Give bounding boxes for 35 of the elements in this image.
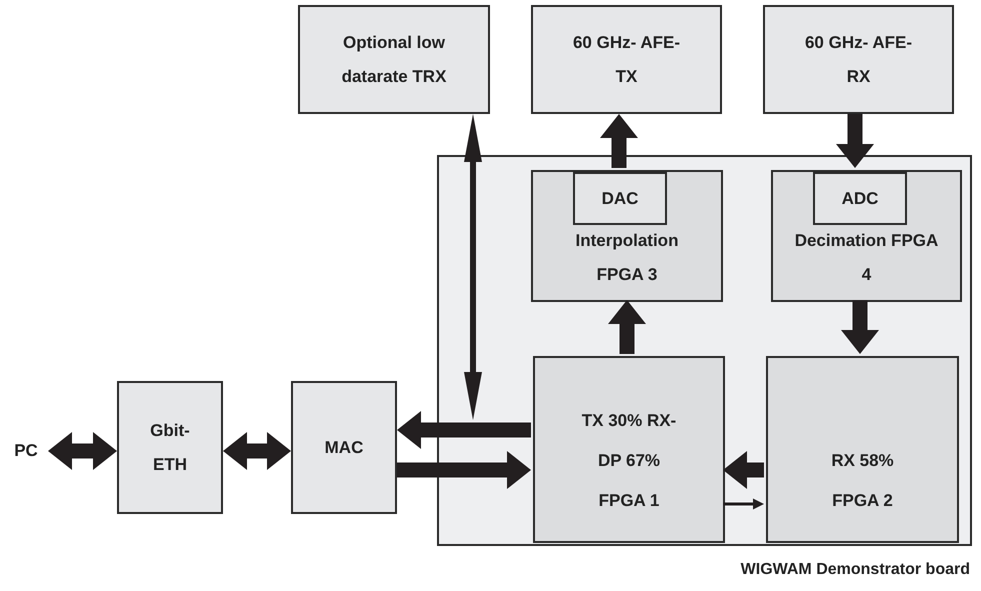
block-box (763, 5, 954, 114)
fpga-box (771, 170, 962, 302)
arrow (836, 114, 874, 168)
block-label: ADC (842, 188, 878, 208)
block-box (117, 381, 223, 514)
converter-box (573, 172, 667, 225)
arrow (397, 451, 531, 489)
block-box (291, 381, 397, 514)
block-label: Decimation FPGA 4 (794, 230, 940, 286)
arrow (600, 114, 638, 168)
block-label: TX 30% RX-DP 67% FPGA 1 (580, 410, 678, 512)
block-label: MAC (324, 436, 364, 458)
block-label: 60 GHz- AFE-TX (572, 32, 682, 88)
arrow (608, 300, 646, 354)
double-arrow (48, 432, 117, 470)
block-label: DAC (602, 188, 638, 208)
fpga-box (766, 356, 959, 543)
block-label: RX 58% FPGA 2 (830, 450, 895, 512)
block-label: Interpolation FPGA 3 (574, 230, 680, 286)
block-box (298, 5, 490, 114)
board-title: WIGWAM Demonstrator board (740, 561, 970, 578)
arrow (723, 498, 764, 510)
arrow (723, 451, 764, 489)
block-label: Gbit- ETH (149, 420, 191, 476)
double-arrow (464, 114, 482, 420)
double-arrow (223, 432, 291, 470)
endpoint-label-text: PC (14, 441, 38, 461)
arrow (841, 300, 879, 354)
fpga-box (533, 356, 725, 543)
block-box (531, 5, 722, 114)
block-label: 60 GHz- AFE-RX (804, 32, 914, 88)
arrow (397, 411, 531, 449)
block-label: Optional low datarate TRX (340, 32, 448, 88)
fpga-box (531, 170, 723, 302)
converter-box (813, 172, 907, 225)
